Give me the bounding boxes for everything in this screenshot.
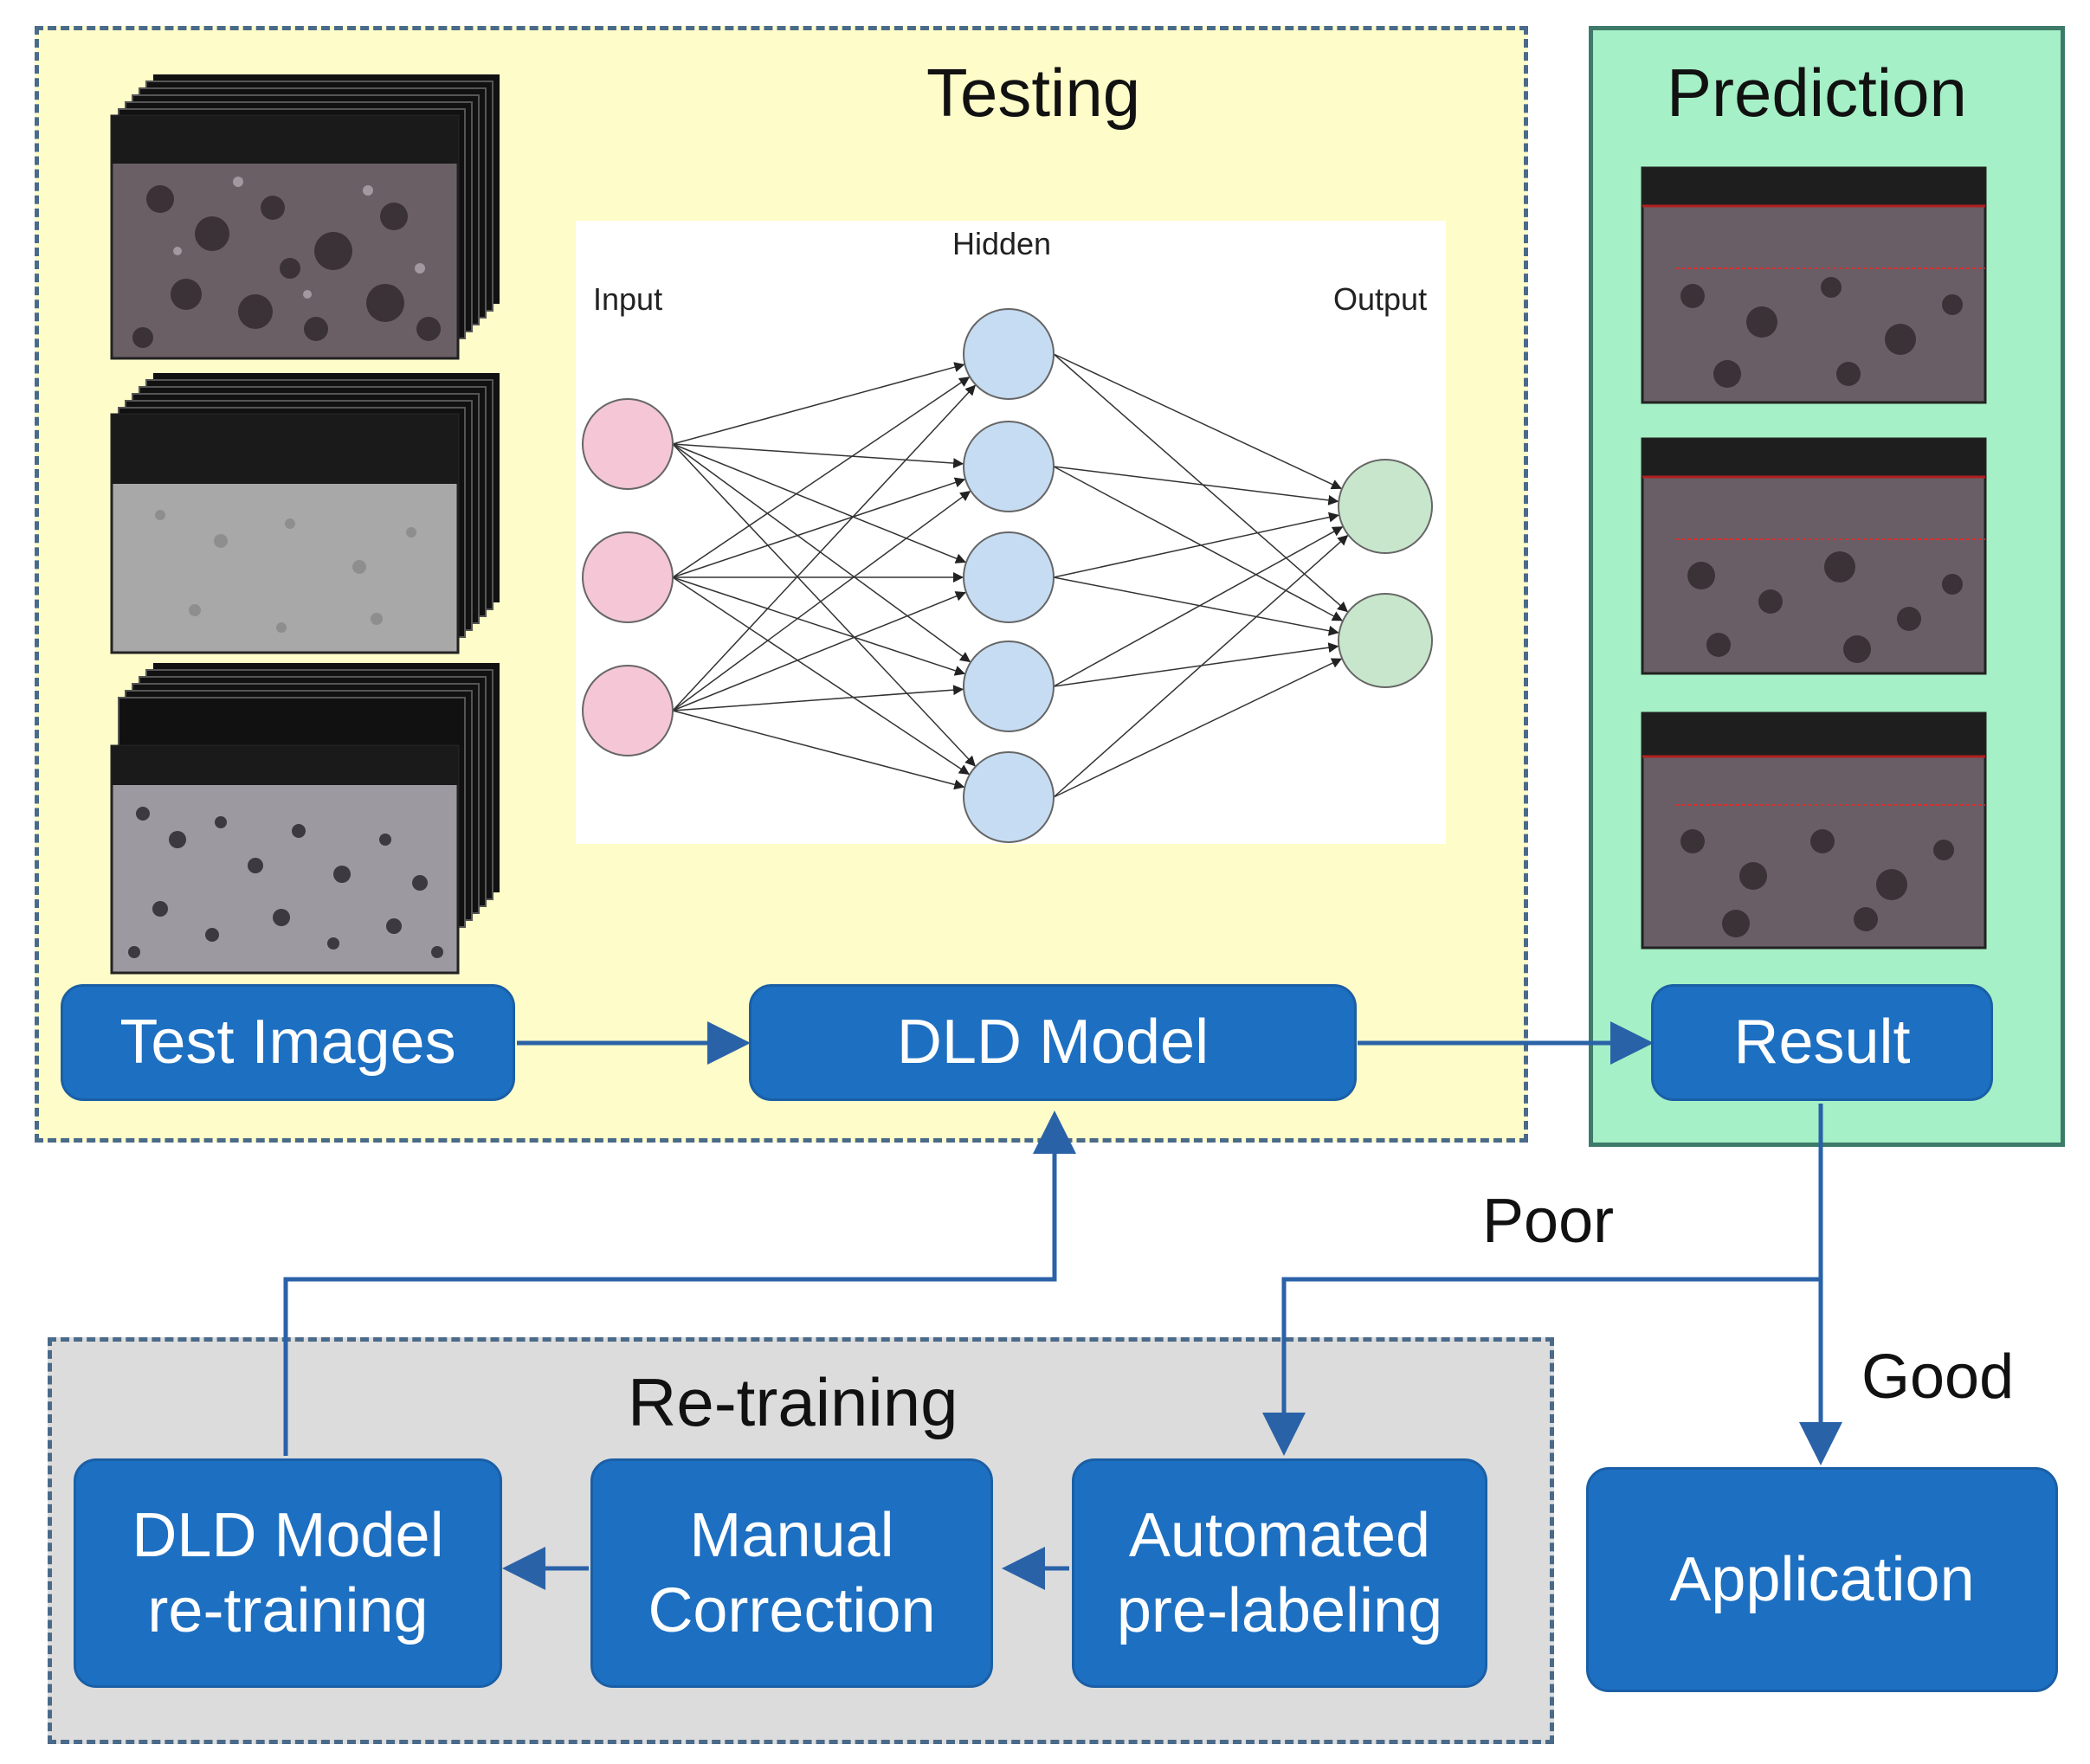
nn-edge-hidden-4-output-1	[1053, 658, 1343, 798]
nn-edge-hidden-3-output-1	[1053, 642, 1339, 687]
nn-edge-input-2-hidden-2	[672, 591, 967, 711]
nn-edge-hidden-2-output-1	[1053, 576, 1339, 636]
micrograph-stack-1	[110, 74, 500, 360]
dld-model-box[interactable]: DLD Model	[749, 984, 1357, 1101]
test-image-stack-2	[108, 368, 506, 662]
nn-edge-input-2-hidden-4	[672, 710, 965, 790]
automated-prelabeling-line-1: Automated	[1128, 1501, 1431, 1571]
application-box[interactable]: Application	[1586, 1467, 2058, 1692]
test-images-box[interactable]: Test Images	[61, 984, 515, 1101]
manual-correction-box[interactable]: Manual Correction	[590, 1458, 993, 1688]
nn-node-input-2	[582, 665, 674, 756]
result-label: Result	[1733, 1008, 1911, 1078]
dld-model-retraining-box[interactable]: DLD Model re-training	[74, 1458, 502, 1688]
nn-hidden-label: Hidden	[952, 226, 1052, 261]
nn-edge-input-0-hidden-3	[672, 443, 971, 663]
nn-node-hidden-1	[963, 421, 1055, 512]
nn-edge-input-0-hidden-2	[672, 443, 967, 563]
nn-edge-hidden-1-output-1	[1053, 466, 1344, 622]
nn-node-input-0	[582, 398, 674, 490]
nn-edge-input-1-hidden-4	[672, 576, 971, 776]
testing-title: Testing	[926, 55, 1141, 131]
prediction-image-1	[1641, 166, 1987, 404]
nn-edge-input-1-hidden-1	[672, 477, 966, 578]
application-label: Application	[1669, 1544, 1975, 1614]
nn-edge-input-1-hidden-0	[672, 376, 971, 578]
test-images-label: Test Images	[119, 1008, 456, 1078]
good-label: Good	[1861, 1342, 2015, 1412]
nn-edge-hidden-2-output-0	[1053, 512, 1340, 578]
nn-edge-input-0-hidden-1	[672, 443, 964, 469]
neural-network-diagram: Input Hidden Output	[576, 221, 1446, 844]
micrograph-stack-3	[110, 663, 500, 975]
prediction-title: Prediction	[1667, 55, 1967, 131]
test-image-stack-3	[108, 658, 506, 978]
nn-edge-hidden-4-output-0	[1053, 534, 1349, 798]
nn-node-hidden-3	[963, 641, 1055, 732]
nn-node-hidden-0	[963, 308, 1055, 400]
nn-edge-input-0-hidden-0	[672, 362, 965, 445]
nn-edge-hidden-1-output-0	[1053, 466, 1339, 505]
prediction-micrograph-1	[1641, 166, 1987, 404]
dld-model-label: DLD Model	[896, 1008, 1209, 1078]
nn-edge-input-2-hidden-0	[672, 384, 977, 711]
manual-correction-line-2: Correction	[648, 1575, 936, 1645]
nn-edge-input-2-hidden-3	[672, 685, 964, 711]
nn-node-hidden-4	[963, 751, 1055, 843]
micrograph-stack-2	[110, 373, 500, 654]
dld-retraining-line-2: re-training	[147, 1575, 429, 1645]
nn-edge-input-1-hidden-3	[672, 576, 966, 676]
nn-node-output-1	[1338, 593, 1433, 688]
nn-edge-hidden-0-output-0	[1053, 353, 1343, 490]
neural-network-graph	[582, 308, 1433, 843]
nn-node-hidden-2	[963, 531, 1055, 623]
automated-prelabeling-line-2: pre-labeling	[1116, 1575, 1443, 1645]
nn-edge-input-0-hidden-4	[672, 443, 977, 768]
prediction-image-2	[1641, 437, 1987, 675]
manual-correction-line-1: Manual	[689, 1501, 894, 1571]
nn-output-label: Output	[1333, 281, 1428, 317]
nn-edge-hidden-0-output-1	[1053, 353, 1349, 613]
nn-node-input-1	[582, 531, 674, 623]
nn-node-output-0	[1338, 459, 1433, 554]
prediction-micrograph-3	[1641, 711, 1987, 950]
poor-label: Poor	[1482, 1187, 1615, 1256]
nn-input-label: Input	[593, 281, 663, 317]
prediction-micrograph-2	[1641, 437, 1987, 675]
nn-edge-hidden-3-output-0	[1053, 525, 1344, 687]
retraining-title: Re-training	[628, 1364, 958, 1440]
nn-edge-input-2-hidden-1	[672, 490, 971, 711]
dld-retraining-line-1: DLD Model	[132, 1501, 444, 1571]
result-box[interactable]: Result	[1651, 984, 1993, 1101]
prediction-image-3	[1641, 711, 1987, 950]
automated-prelabeling-box[interactable]: Automated pre-labeling	[1072, 1458, 1487, 1688]
test-image-stack-1	[108, 69, 506, 364]
